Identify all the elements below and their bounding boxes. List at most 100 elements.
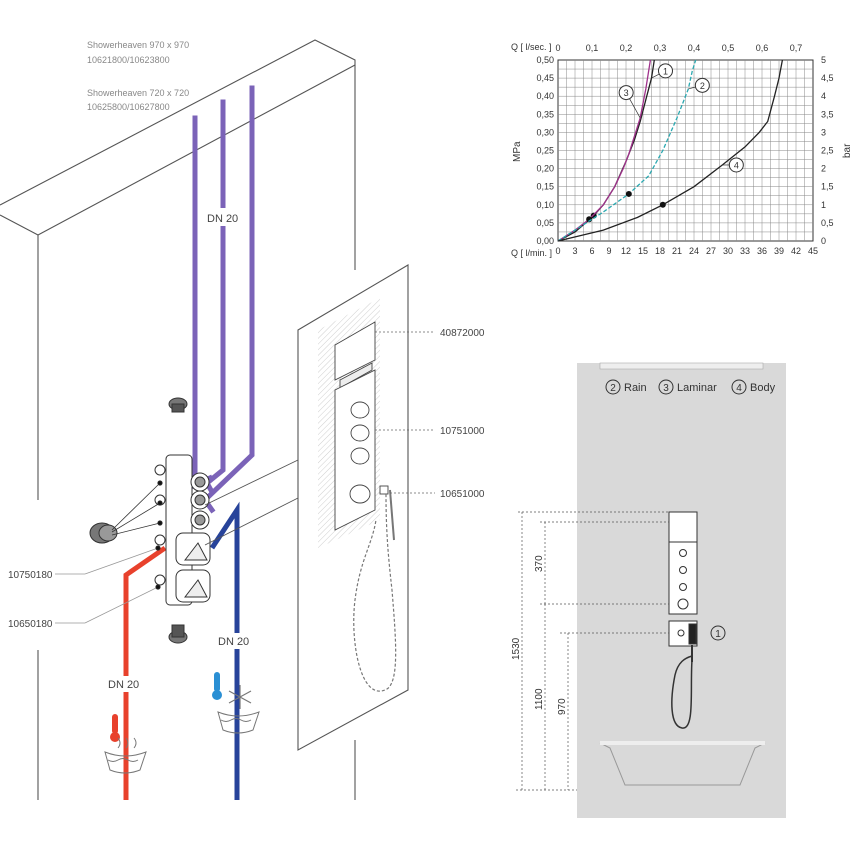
callout-label-2: 2 [700, 81, 705, 91]
x-bottom-tick-label: 18 [655, 246, 665, 256]
x-bottom-tick-label: 36 [757, 246, 767, 256]
dn-label-bg [200, 208, 248, 226]
y-right-tick-label: 0,5 [821, 218, 834, 228]
y-left-tick-label: 0,45 [536, 73, 554, 83]
x-top-tick-label: 0,6 [756, 43, 769, 53]
x-bottom-tick-label: 6 [589, 246, 594, 256]
y-right-tick-label: 1,5 [821, 182, 834, 192]
dn-hot-bg [106, 676, 150, 692]
callout-label-3: 3 [624, 88, 629, 98]
y-left-tick-label: 0,20 [536, 164, 554, 174]
legend-num-3: 3 [663, 383, 669, 394]
y-left-tick-label: 0,50 [536, 55, 554, 65]
chart-series: 1 3 2 4 [557, 59, 784, 242]
x-top-tick-label: 0,7 [790, 43, 803, 53]
x-bottom-tick-label: 12 [621, 246, 631, 256]
y-right-tick-label: 3,5 [821, 109, 834, 119]
x-bottom-tick-label: 27 [706, 246, 716, 256]
part-10750180: 10750180 [8, 570, 53, 581]
y-left-tick-label: 0,00 [536, 236, 554, 246]
series-line-2 [557, 59, 697, 242]
callout-circle-4 [728, 157, 744, 173]
y-right-tick-label: 4,5 [821, 73, 834, 83]
wall [0, 39, 356, 800]
y-left-tick-label: 0,05 [536, 218, 554, 228]
legend-rain: Rain [624, 382, 647, 394]
dimension-drawing: 2 Rain 3 Laminar 4 Body 1 [511, 362, 786, 818]
x-top-tick-label: 0,4 [688, 43, 701, 53]
x-top-tick-label: 0,2 [620, 43, 633, 53]
y-right-axis-label: bar [842, 143, 850, 158]
shower-head-bar [599, 362, 764, 370]
x-top-axis-label: Q [ l/sec. ] [511, 42, 552, 52]
part-numbers-970: 10621800/10623800 [87, 55, 170, 65]
x-top-tick-label: 0,1 [586, 43, 599, 53]
y-right-tick-label: 0 [821, 236, 826, 246]
part-numbers-720: 10625800/10627800 [87, 102, 170, 112]
callout-circle-3 [618, 85, 634, 101]
y-left-tick-label: 0,25 [536, 146, 554, 156]
part-40872000: 40872000 [440, 328, 485, 339]
cold-water-pipe [209, 501, 240, 800]
x-bottom-tick-label: 24 [689, 246, 699, 256]
x-bottom-tick-label: 30 [723, 246, 733, 256]
x-top-tick-label: 0,3 [654, 43, 667, 53]
shower-panel-perspective [297, 264, 409, 751]
wall-installation: Showerheaven 970 x 970 10621800/10623800… [0, 39, 485, 800]
cold-water-icon [212, 672, 260, 734]
model-text-720: Showerheaven 720 x 720 [87, 88, 189, 98]
x-bottom-tick-label: 15 [638, 246, 648, 256]
legend-num-2: 2 [610, 383, 616, 394]
valve-assembly [89, 397, 211, 644]
shower-hose [353, 493, 397, 692]
x-bottom-tick-label: 3 [572, 246, 577, 256]
panel-front-view [668, 511, 726, 729]
y-left-tick-label: 0,35 [536, 109, 554, 119]
x-top-tick-label: 0 [555, 43, 560, 53]
x-bottom-axis-label: Q [ l/min. ] [511, 248, 552, 258]
y-left-axis-label: MPa [512, 141, 523, 162]
y-left-tick-label: 0,15 [536, 182, 554, 192]
cap-leader-lines [55, 480, 163, 624]
dim-970: 970 [557, 698, 568, 715]
series-line-4 [557, 59, 784, 242]
legend-num-4: 4 [736, 383, 742, 394]
flow-chart: 0,000,050,100,150,200,250,300,350,400,45… [511, 42, 850, 258]
chart-grid [557, 59, 814, 242]
bathtub-rim [600, 741, 765, 745]
dimension-lines [516, 511, 669, 791]
y-left-tick-label: 0,40 [536, 91, 554, 101]
connector-lines [204, 459, 299, 546]
y-left-tick-label: 0,10 [536, 200, 554, 210]
dim-370: 370 [534, 555, 545, 572]
callout-circle-1 [658, 63, 673, 79]
purple-supply-pipes [192, 85, 255, 514]
y-right-tick-label: 3 [821, 127, 826, 137]
y-right-tick-label: 5 [821, 55, 826, 65]
x-bottom-tick-label: 9 [606, 246, 611, 256]
spray-legend: 2 Rain 3 Laminar 4 Body [605, 379, 776, 395]
y-right-tick-label: 2,5 [821, 146, 834, 156]
legend-body: Body [750, 382, 776, 394]
dn-label-hot: DN 20 [108, 679, 139, 691]
part-10650180: 10650180 [8, 619, 53, 630]
callout-label-4: 4 [734, 160, 739, 170]
hot-water-pipe [123, 545, 167, 800]
dn-label-vertical: DN 20 [207, 213, 238, 225]
x-top-tick-label: 0,5 [722, 43, 735, 53]
y-left-tick-label: 0,30 [536, 127, 554, 137]
legend-laminar: Laminar [677, 382, 717, 394]
callout-circle-2 [694, 77, 710, 93]
series-line-3 [557, 59, 652, 242]
panel-leaders [375, 331, 435, 494]
series-marker-4 [659, 201, 666, 208]
callout-1: 1 [715, 629, 721, 640]
callout-label-1: 1 [663, 66, 668, 76]
x-bottom-tick-label: 33 [740, 246, 750, 256]
bathtub [599, 742, 766, 786]
dim-1100: 1100 [534, 688, 545, 710]
x-bottom-tick-label: 0 [555, 246, 560, 256]
y-right-tick-label: 2 [821, 164, 826, 174]
series-marker-2 [625, 190, 632, 197]
